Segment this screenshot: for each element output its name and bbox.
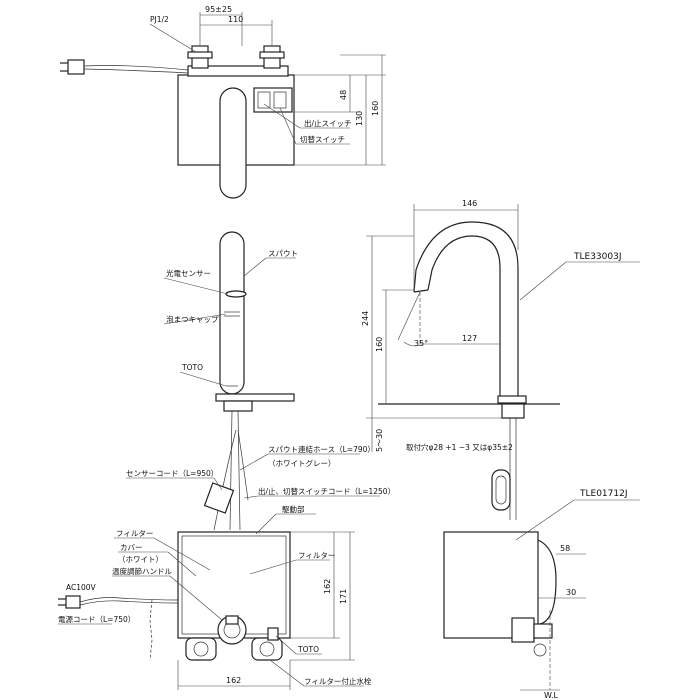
side-spout bbox=[427, 235, 501, 400]
label-hose: スパウト連結ホース（L=790） bbox=[268, 444, 375, 454]
label-filter-left: フィルター bbox=[116, 529, 153, 538]
right-fitting-nut bbox=[259, 51, 285, 59]
dim-162-w: 162 bbox=[226, 676, 241, 685]
dim-127: 127 bbox=[462, 334, 477, 343]
top-plate bbox=[187, 65, 289, 77]
switch-onoff bbox=[257, 91, 271, 109]
side-nut bbox=[501, 403, 525, 419]
side-view: TLE33003J TLE01712J 146 244 160 35° 127 … bbox=[361, 199, 640, 700]
top-view: 95±25 110 48 130 160 PJ1/2 出/止スイッチ 切替スイッ… bbox=[60, 5, 386, 199]
label-filter-right: フィルター bbox=[298, 551, 335, 560]
label-power-cord: 電源コード（L=750） bbox=[58, 615, 135, 624]
side-box-curve bbox=[537, 539, 557, 625]
power-cord-top bbox=[83, 65, 189, 71]
label-temp-handle: 温度調節ハンドル bbox=[112, 566, 172, 576]
mount-nut bbox=[223, 400, 253, 412]
dim-48: 48 bbox=[339, 90, 348, 100]
hole-note: 取付穴φ28 +1 −3 又はφ35±2 bbox=[406, 442, 513, 452]
dim-95: 95±25 bbox=[205, 5, 232, 14]
label-switch-cord: 出/止、切替スイッチコード（L=1250） bbox=[258, 486, 395, 496]
counter-top bbox=[215, 393, 295, 402]
dim-171: 171 bbox=[339, 589, 348, 604]
label-cover: カバー bbox=[120, 543, 143, 552]
label-toto-top: TOTO bbox=[181, 363, 203, 372]
left-fitting-nut bbox=[187, 51, 213, 59]
label-stop-valve: フィルター付止水栓 bbox=[304, 676, 372, 686]
power-plug-front bbox=[65, 595, 81, 609]
dim-110: 110 bbox=[228, 15, 243, 24]
label-light-sensor: 光電センサー bbox=[166, 268, 211, 278]
dim-160-top: 160 bbox=[371, 101, 380, 116]
label-sensor-cord: センサーコード（L=950） bbox=[126, 469, 218, 478]
dim-5-30: 5～30 bbox=[375, 429, 384, 452]
front-spout bbox=[219, 231, 245, 395]
label-ac: AC100V bbox=[66, 583, 97, 592]
dim-58: 58 bbox=[560, 544, 570, 553]
valve-right bbox=[251, 637, 283, 661]
side-valve bbox=[511, 617, 535, 643]
dim-30: 30 bbox=[566, 588, 576, 597]
label-switch-change: 切替スイッチ bbox=[300, 134, 345, 144]
side-connector bbox=[491, 469, 511, 511]
label-hose-color: （ホワイトグレー） bbox=[268, 458, 336, 468]
dim-wl: W.L bbox=[544, 691, 559, 700]
valve-left bbox=[185, 637, 217, 661]
label-toto-bottom: TOTO bbox=[297, 645, 319, 654]
label-drive: 駆動部 bbox=[282, 504, 305, 514]
power-cord-front bbox=[79, 597, 179, 603]
dim-162-h: 162 bbox=[323, 579, 332, 594]
power-plug bbox=[67, 59, 85, 75]
model-unit: TLE01712J bbox=[579, 489, 627, 499]
side-flange bbox=[497, 395, 527, 404]
label-cover-color: （ホワイト） bbox=[118, 555, 163, 564]
top-spout bbox=[219, 87, 247, 199]
dim-130: 130 bbox=[355, 111, 364, 126]
label-spout: スパウト bbox=[268, 249, 298, 258]
cord-connector bbox=[203, 482, 235, 514]
sensor-window bbox=[225, 290, 247, 298]
label-switch-onoff: 出/止スイッチ bbox=[304, 118, 352, 128]
dim-244: 244 bbox=[361, 311, 370, 326]
label-foam-cap: 泡まつキャップ bbox=[166, 314, 219, 324]
dim-160-side: 160 bbox=[375, 337, 384, 352]
model-spout: TLE33003J bbox=[573, 252, 621, 262]
dim-35deg: 35° bbox=[414, 339, 428, 348]
label-pj: PJ1/2 bbox=[150, 15, 169, 24]
dim-146: 146 bbox=[462, 199, 477, 208]
front-view: 162 171 162 スパウト 光電センサー 泡まつキャップ TOTO スパウ… bbox=[58, 231, 395, 690]
